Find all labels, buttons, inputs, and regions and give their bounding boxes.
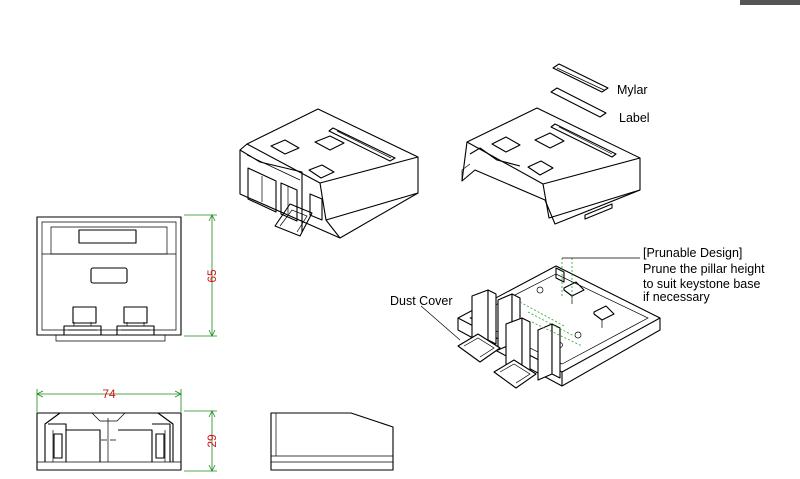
width-dimension: 74 [36, 387, 182, 412]
isometric-assembled [239, 108, 419, 239]
prunable-line-2: to suit keystone base [643, 277, 760, 291]
prunable-line-3: if necessary [643, 290, 710, 304]
dust-cover-label: Dust Cover [390, 294, 453, 308]
height-dimension: 65 [184, 214, 219, 337]
label-label: Label [619, 111, 650, 125]
dust-cover-leader [420, 305, 461, 341]
window-edge-bar [740, 0, 800, 5]
depth-dimension: 29 [184, 410, 219, 472]
label-strip [550, 87, 607, 118]
depth-dimension-label: 29 [205, 434, 219, 448]
prunable-title: [Prunable Design] [643, 246, 742, 260]
front-view [36, 216, 182, 342]
mylar-label: Mylar [617, 83, 648, 97]
isometric-base [457, 258, 661, 389]
side-view [270, 412, 394, 471]
bottom-view [36, 412, 182, 471]
width-dimension-label: 74 [102, 387, 116, 401]
isometric-cover [461, 107, 641, 225]
height-dimension-label: 65 [205, 269, 219, 283]
mylar-strip [552, 63, 609, 93]
prunable-line-1: Prune the pillar height [643, 262, 765, 276]
